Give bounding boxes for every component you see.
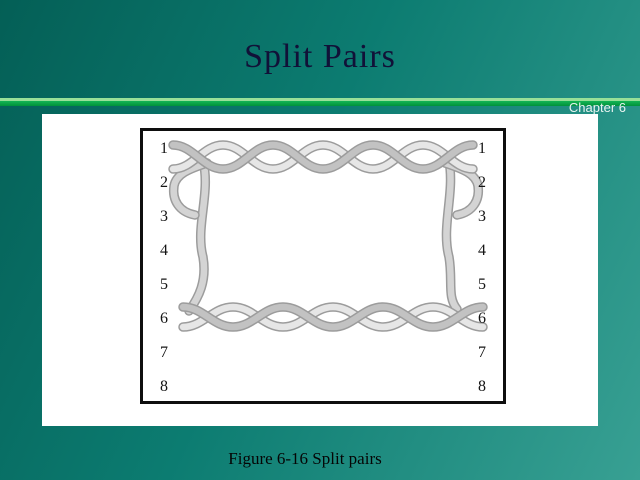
diagram-frame: 1 2 3 4 5 6 7 8 1 2 3 4 5 6 7 8 — [140, 128, 506, 404]
divider-highlight-line — [0, 98, 640, 101]
pin-label-right-1: 1 — [478, 140, 486, 157]
twisted-pair-diagram — [168, 140, 488, 332]
pin-column-left: 1 2 3 4 5 6 7 8 — [151, 132, 177, 404]
pin-label-left-8: 8 — [160, 378, 168, 395]
pin-label-right-8: 8 — [478, 378, 486, 395]
pin-label-left-2: 2 — [160, 174, 168, 191]
pin-label-left-6: 6 — [160, 310, 168, 327]
pin-label-right-4: 4 — [478, 242, 486, 259]
wire-left-hook — [170, 159, 211, 219]
wire-right-vertical — [443, 157, 461, 313]
slide-title: Split Pairs — [244, 38, 396, 75]
pin-label-right-7: 7 — [478, 344, 486, 361]
wire-top-pair-a — [169, 141, 477, 173]
pin-label-left-7: 7 — [160, 344, 168, 361]
pin-label-left-1: 1 — [160, 140, 168, 157]
figure-panel: 1 2 3 4 5 6 7 8 1 2 3 4 5 6 7 8 — [42, 114, 598, 426]
chapter-label: Chapter 6 — [568, 100, 626, 115]
pin-column-right: 1 2 3 4 5 6 7 8 — [469, 132, 495, 404]
title-divider — [0, 98, 640, 106]
wire-bottom-pair-a — [179, 303, 487, 331]
pin-label-left-4: 4 — [160, 242, 168, 259]
wire-bottom-pair-b — [179, 303, 487, 331]
pin-label-left-3: 3 — [160, 208, 168, 225]
pin-label-left-5: 5 — [160, 276, 168, 293]
wire-left-vertical — [185, 157, 209, 315]
figure-caption: Figure 6-16 Split pairs — [228, 449, 382, 468]
pin-label-right-5: 5 — [478, 276, 486, 293]
pin-label-right-3: 3 — [478, 208, 486, 225]
divider-main-line — [0, 101, 640, 106]
pin-label-right-6: 6 — [478, 310, 486, 327]
wire-top-pair-b — [169, 141, 477, 173]
pin-label-right-2: 2 — [478, 174, 486, 191]
